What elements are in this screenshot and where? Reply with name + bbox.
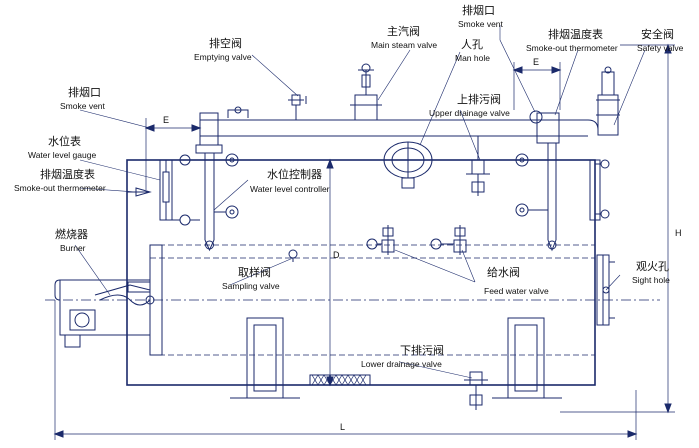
svg-text:排烟温度表: 排烟温度表 (40, 167, 95, 181)
svg-text:Sampling valve: Sampling valve (222, 281, 280, 291)
label-lower-drainage-valve: 下排污阀 Lower drainage valve (361, 343, 444, 369)
label-safety-valve: 安全阀 Safety valve (637, 27, 684, 53)
svg-text:Upper drainage valve: Upper drainage valve (429, 108, 510, 118)
left-smoke-vent (195, 112, 223, 252)
right-smoke-vent (515, 110, 560, 252)
svg-text:Main steam valve: Main steam valve (371, 40, 437, 50)
svg-text:Smoke-out thermometer: Smoke-out thermometer (14, 183, 106, 193)
svg-text:Water level controller: Water level controller (250, 184, 330, 194)
leader-lines (74, 25, 646, 379)
dim-e-left: E (163, 115, 169, 125)
svg-text:Feed water valve: Feed water valve (484, 286, 549, 296)
svg-text:排烟温度表: 排烟温度表 (548, 27, 603, 41)
svg-text:上排污阀: 上排污阀 (457, 92, 501, 106)
burner (54, 279, 155, 348)
label-man-hole: 人孔 Man hole (455, 38, 490, 63)
svg-text:排空阀: 排空阀 (209, 36, 242, 50)
svg-text:Smoke vent: Smoke vent (458, 19, 504, 29)
label-smoke-vent-top: 排烟口 Smoke vent (458, 3, 504, 29)
svg-text:给水阀: 给水阀 (487, 265, 520, 279)
svg-text:观火孔: 观火孔 (636, 260, 669, 273)
label-feed-water-valve: 给水阀 Feed water valve (484, 265, 549, 296)
svg-text:主汽阀: 主汽阀 (387, 24, 420, 38)
water-level-controller-gauges (214, 153, 239, 219)
svg-text:取样阀: 取样阀 (238, 265, 271, 279)
svg-text:Lower drainage valve: Lower drainage valve (361, 359, 442, 369)
svg-text:水位控制器: 水位控制器 (267, 167, 322, 181)
left-smoke-thermometer (127, 187, 152, 197)
svg-text:下排污阀: 下排污阀 (400, 343, 444, 357)
safety-valve-assembly (560, 66, 620, 221)
main-steam-valve (350, 63, 382, 121)
label-upper-drainage-valve: 上排污阀 Upper drainage valve (429, 92, 510, 118)
water-level-gauge-left (159, 154, 200, 226)
svg-text:Water level gauge: Water level gauge (28, 150, 96, 160)
svg-text:Burner: Burner (60, 243, 86, 253)
sampling-valve (288, 249, 298, 262)
svg-text:Sight hole: Sight hole (632, 275, 670, 285)
svg-text:Smoke-out thermometer: Smoke-out thermometer (526, 43, 618, 53)
support-saddles (230, 317, 562, 399)
svg-text:燃烧器: 燃烧器 (55, 227, 88, 241)
emptying-valve (227, 94, 307, 120)
label-smoke-out-thermo-top: 排烟温度表 Smoke-out thermometer (526, 27, 618, 53)
label-smoke-vent-left: 排烟口 Smoke vent (60, 85, 106, 111)
svg-text:Emptying valve: Emptying valve (194, 52, 252, 62)
feed-water-valves (366, 225, 467, 255)
svg-text:Safety valve: Safety valve (637, 43, 684, 53)
label-burner: 燃烧器 Burner (55, 227, 88, 253)
label-water-level-gauge: 水位表 Water level gauge (28, 134, 96, 160)
man-hole (383, 141, 433, 189)
label-sampling-valve: 取样阀 Sampling valve (222, 265, 280, 291)
svg-text:Man hole: Man hole (455, 53, 490, 63)
dim-d: D (333, 250, 340, 260)
dim-e-right: E (533, 57, 539, 67)
upper-drainage-valve (466, 136, 490, 196)
svg-text:水位表: 水位表 (48, 134, 81, 148)
dim-l: L (340, 422, 345, 432)
svg-text:人孔: 人孔 (461, 38, 483, 51)
dim-h: H (675, 228, 682, 238)
dimension-lines (53, 43, 675, 440)
sight-hole (596, 254, 615, 326)
label-main-steam-valve: 主汽阀 Main steam valve (371, 24, 437, 50)
label-sight-hole: 观火孔 Sight hole (632, 260, 670, 285)
bottom-drain-grate (309, 374, 371, 386)
svg-text:排烟口: 排烟口 (68, 85, 101, 99)
svg-text:排烟口: 排烟口 (462, 3, 495, 17)
lower-drainage-valve (464, 371, 488, 410)
svg-text:安全阀: 安全阀 (641, 27, 674, 41)
boiler-shell (45, 119, 660, 386)
label-emptying-valve: 排空阀 Emptying valve (194, 36, 252, 62)
label-water-level-controller: 水位控制器 Water level controller (250, 167, 330, 194)
label-smoke-out-thermo-left: 排烟温度表 Smoke-out thermometer (14, 167, 106, 193)
svg-text:Smoke vent: Smoke vent (60, 101, 106, 111)
